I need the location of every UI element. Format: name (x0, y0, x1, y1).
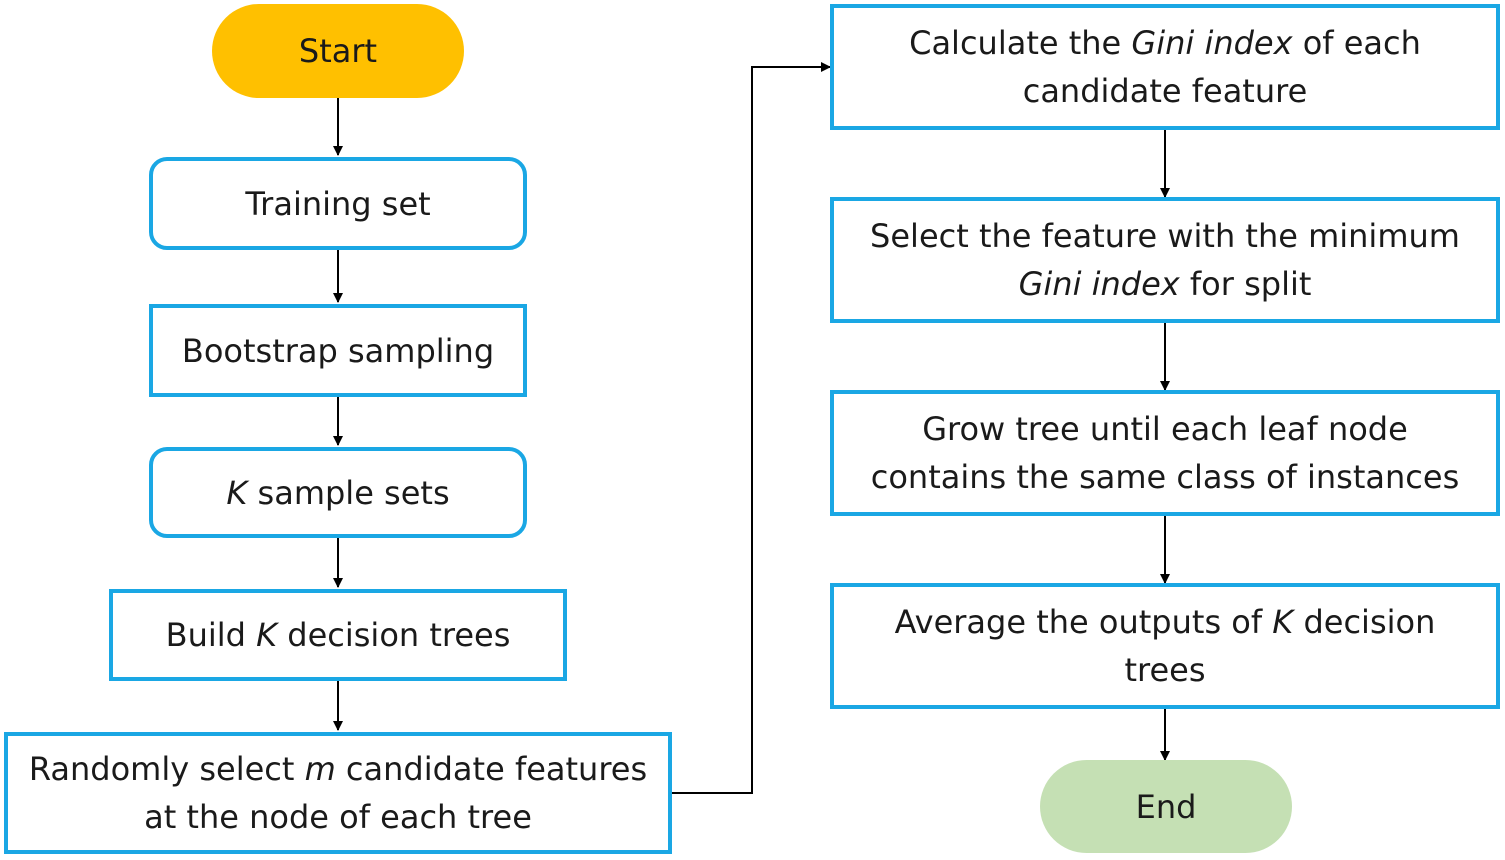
m-variable: m (304, 750, 336, 788)
bootstrap-sampling-node: Bootstrap sampling (149, 304, 527, 397)
grow-tree-node: Grow tree until each leaf node contains … (830, 390, 1500, 516)
build-trees-pre: Build (165, 616, 257, 654)
random-select-pre: Randomly select (28, 750, 305, 788)
calc-gini-text: Calculate the Gini index of each candida… (909, 19, 1421, 115)
select-feature-post: for split (1179, 265, 1312, 303)
average-pre: Average the outputs of (894, 603, 1273, 641)
k-variable: K (226, 473, 248, 512)
training-set-node: Training set (149, 157, 527, 250)
average-node: Average the outputs of K decision trees (830, 583, 1500, 709)
k-variable: K (1272, 603, 1294, 641)
select-feature-line1: Select the feature with the minimum (870, 217, 1460, 255)
calc-gini-pre: Calculate the (909, 24, 1132, 62)
grow-tree-line1: Grow tree until each leaf node (922, 410, 1408, 448)
average-line1: Average the outputs of K decision (895, 598, 1436, 646)
select-feature-node: Select the feature with the minimum Gini… (830, 197, 1500, 323)
calc-gini-line1: Calculate the Gini index of each (909, 19, 1421, 67)
random-select-node: Randomly select m candidate features at … (4, 732, 672, 854)
grow-tree-text: Grow tree until each leaf node contains … (871, 405, 1459, 501)
start-node: Start (212, 4, 464, 98)
build-trees-post: decision trees (277, 616, 511, 654)
average-post: decision (1293, 603, 1436, 641)
training-set-label: Training set (245, 184, 431, 223)
k-sample-sets-node: K sample sets (149, 447, 527, 538)
average-text: Average the outputs of K decision trees (895, 598, 1436, 694)
k-sample-sets-text: K sample sets (226, 469, 449, 517)
calc-gini-line2: candidate feature (1022, 72, 1308, 110)
select-feature-text: Select the feature with the minimum Gini… (870, 212, 1460, 308)
calc-gini-post: of each (1292, 24, 1421, 62)
gini-index-term: Gini index (1018, 265, 1180, 303)
random-select-line1: Randomly select m candidate features (29, 745, 647, 793)
random-select-post: candidate features (335, 750, 648, 788)
select-feature-line2: Gini index for split (870, 260, 1460, 308)
start-label: Start (298, 32, 378, 70)
bootstrap-sampling-label: Bootstrap sampling (181, 331, 495, 370)
end-node: End (1040, 760, 1292, 853)
build-trees-node: Build K decision trees (109, 589, 567, 681)
random-select-line2: at the node of each tree (144, 798, 532, 836)
calc-gini-node: Calculate the Gini index of each candida… (830, 4, 1500, 130)
average-line2: trees (1124, 651, 1206, 689)
gini-index-term: Gini index (1131, 24, 1293, 62)
k-sample-sets-label: sample sets (247, 473, 450, 512)
build-trees-text: Build K decision trees (166, 611, 511, 659)
end-label: End (1135, 787, 1197, 826)
random-select-text: Randomly select m candidate features at … (29, 745, 647, 841)
k-variable: K (256, 616, 278, 654)
arrow-random-to-calc (672, 62, 831, 794)
grow-tree-line2: contains the same class of instances (870, 458, 1460, 496)
